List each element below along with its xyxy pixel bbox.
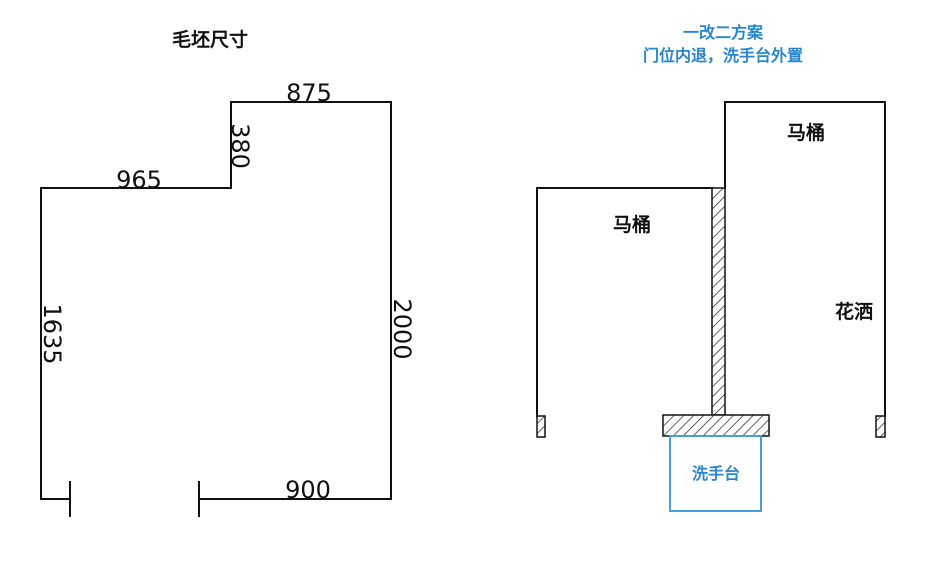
dimension-top-right-width: 875	[286, 79, 332, 107]
vanity-box	[669, 435, 762, 512]
left-room-wall	[536, 187, 713, 417]
door-stub-right	[875, 415, 886, 438]
raw-plan-outline	[40, 101, 392, 500]
vanity-label: 洗手台	[692, 464, 740, 483]
partition-wall	[711, 187, 726, 416]
dimension-right-height: 2000	[388, 298, 416, 359]
toilet-label-left: 马桶	[613, 213, 651, 236]
dimension-step-height: 380	[226, 123, 254, 169]
dimension-bottom-right-width: 900	[285, 476, 331, 504]
vanity-countertop	[662, 414, 770, 437]
renovation-scheme-plan: 一改二方案 门位内退，洗手台外置 洗手台 马桶 马桶 花洒	[536, 23, 886, 512]
raw-dimensions-plan: 毛坯尺寸 875 380 965 1635 2000 900	[38, 28, 416, 517]
raw-dimensions-title: 毛坯尺寸	[172, 28, 248, 51]
toilet-label-right: 马桶	[787, 121, 825, 144]
right-room-wall	[724, 101, 886, 417]
door-stub-left	[536, 415, 546, 438]
shower-label: 花洒	[835, 300, 873, 323]
dimension-top-left-width: 965	[116, 166, 162, 194]
dimension-left-height: 1635	[38, 303, 66, 364]
scheme-title: 一改二方案	[683, 23, 764, 42]
scheme-subtitle: 门位内退，洗手台外置	[643, 46, 803, 65]
